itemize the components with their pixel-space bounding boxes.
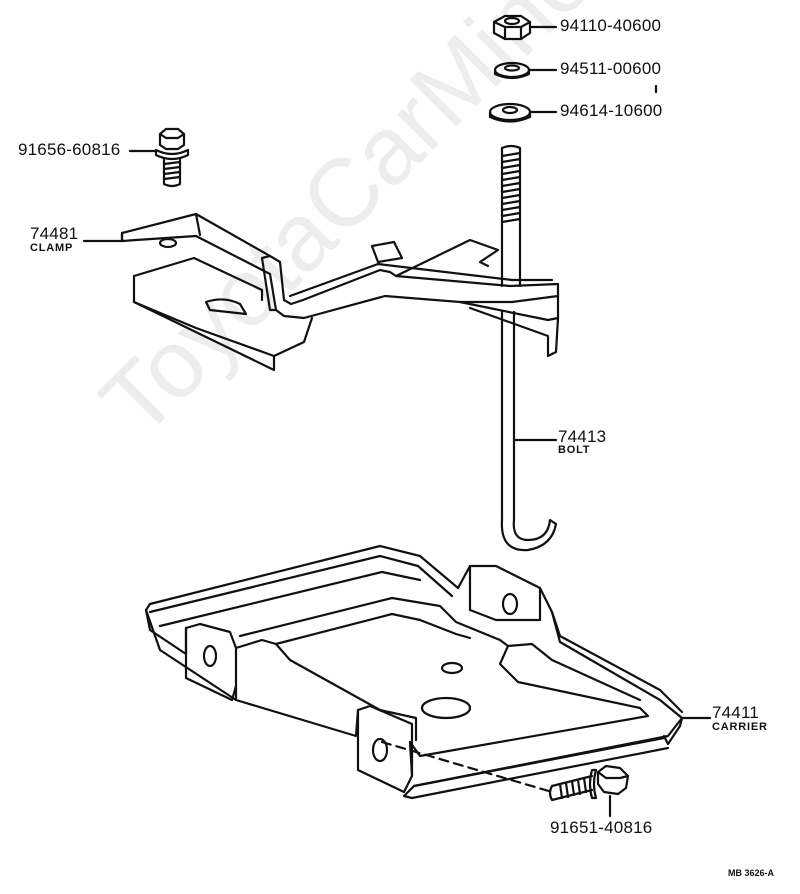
carrier-bolt-part-number: 91651-40816 [550,818,653,837]
clamp-part-number: 74481 [30,224,79,243]
plain-washer-icon [488,102,532,123]
battery-carrier-tray-icon [144,544,684,800]
carrier-bolt-icon [548,764,630,802]
hook-bolt-icon [500,144,558,552]
hook-bolt-part-name: BOLT [558,444,591,456]
spring-washer-icon [493,61,531,80]
figure-reference: MB 3626-A [728,868,775,878]
clamp-part-name: CLAMP [30,242,74,254]
clamp-bolt-icon [154,127,190,188]
battery-clamp-icon [120,212,560,372]
clamp-bolt-part-number: 91656-60816 [18,140,121,159]
carrier-part-number: 74411 [712,703,760,722]
hex-nut-icon [492,14,532,41]
hook-bolt-part-number: 74413 [558,427,607,446]
nut-part-number: 94110-40600 [560,16,662,35]
spring-washer-part-number: 94511-00600 [560,59,662,78]
plain-washer-part-number: 94614-10600 [560,101,663,120]
carrier-part-name: CARRIER [712,721,768,733]
bolt-insertion-dashed-line [380,740,554,794]
